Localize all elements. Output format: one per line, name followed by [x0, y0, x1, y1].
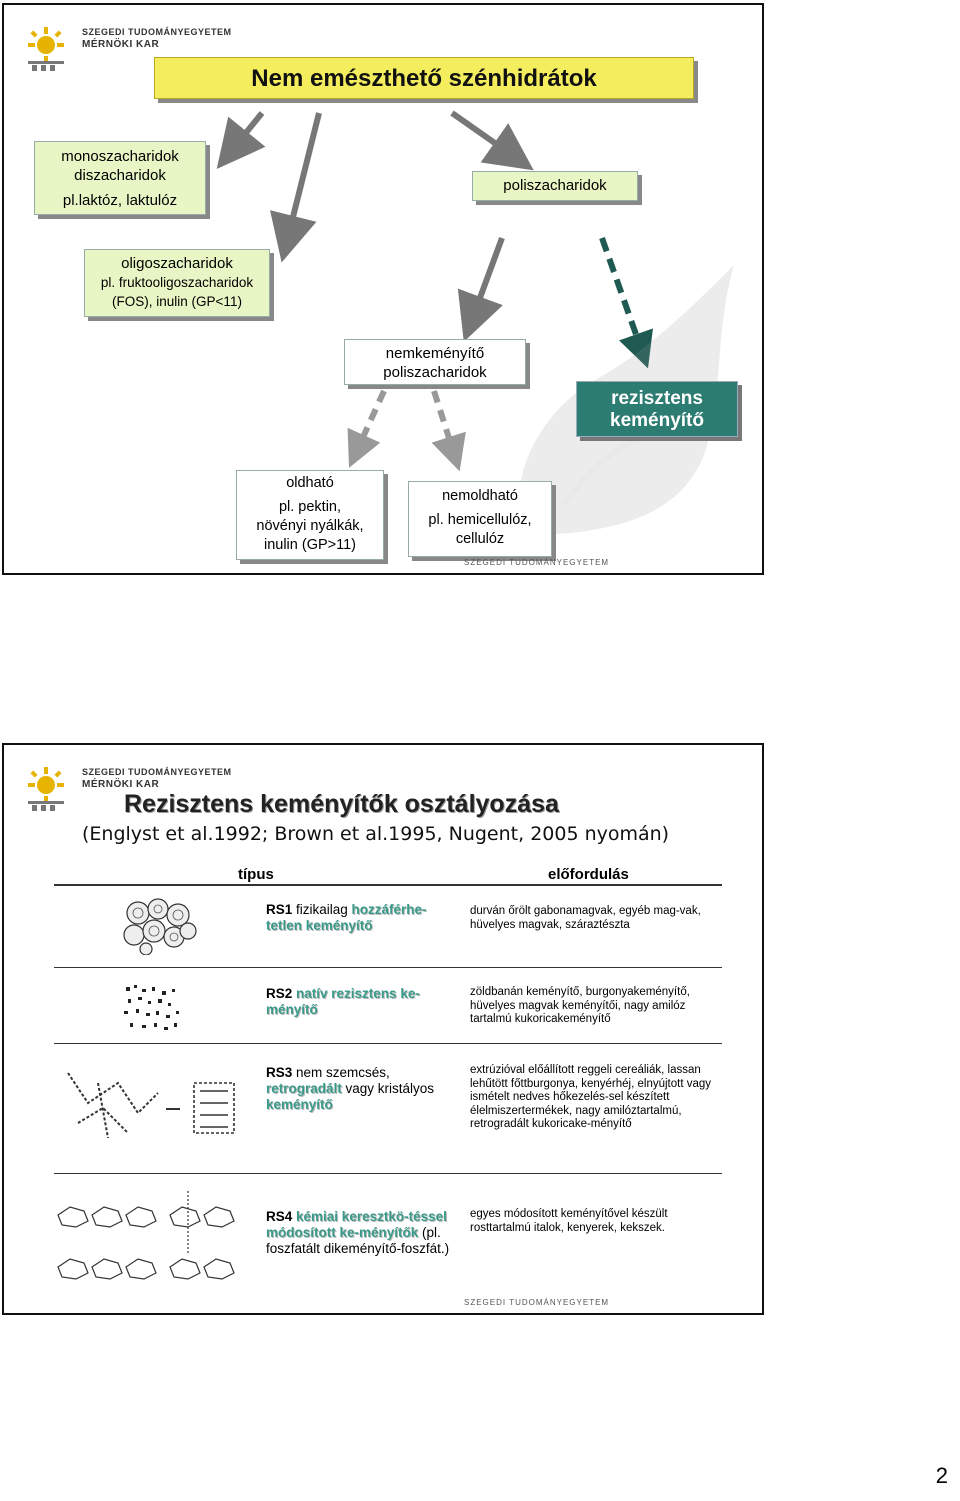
university-logo-icon	[24, 765, 76, 813]
box-insoluble: nemoldható pl. hemicellulóz, cellulóz	[408, 481, 552, 557]
mono-line2: diszacharidok	[35, 166, 205, 185]
footer-watermark: SZEGEDI TUDOMÁNYEGYETEM	[464, 1298, 609, 1307]
arrow-to-insoluble	[434, 391, 456, 460]
mono-line1: monoszacharidok	[35, 147, 205, 166]
rs3-highlight2: keményítő	[266, 1097, 333, 1112]
row-rs2-occurrence: zöldbanán keményítő, burgonyakeményítő, …	[470, 986, 720, 1027]
nonstarch-line1: nemkeményítő	[345, 344, 525, 363]
rs3-structure-image	[58, 1063, 244, 1147]
rs3-pre: nem szemcsés,	[292, 1065, 390, 1080]
box-polysaccharides: poliszacharidok	[472, 171, 638, 201]
box-resistant-starch: rezisztens keményítő	[576, 381, 738, 437]
mono-line3: pl.laktóz, laktulóz	[35, 191, 205, 210]
column-header-type: típus	[238, 866, 274, 883]
nonstarch-line2: poliszacharidok	[345, 363, 525, 382]
header-divider	[54, 884, 722, 886]
box-nonstarch-polysaccharides: nemkeményítő poliszacharidok	[344, 339, 526, 385]
rs4-code: RS4	[266, 1209, 292, 1224]
resistant-line1: rezisztens	[577, 388, 737, 410]
slide-carbohydrates: SZEGEDI TUDOMÁNYEGYETEM MÉRNÖKI KAR Nem …	[2, 3, 764, 575]
row-rs3-type: RS3 nem szemcsés, retrogradált vagy kris…	[266, 1065, 461, 1113]
insoluble-line2: cellulóz	[409, 530, 551, 549]
rs3-post: vagy kristályos	[342, 1081, 434, 1096]
arrow-to-soluble	[354, 391, 384, 457]
row-divider	[54, 1043, 722, 1044]
row-rs4-type: RS4 kémiai keresztkö-téssel módosított k…	[266, 1209, 461, 1257]
box-soluble: oldható pl. pektin, növényi nyálkák, inu…	[236, 470, 384, 560]
insoluble-heading: nemoldható	[409, 487, 551, 506]
faculty-name: MÉRNÖKI KAR	[82, 779, 159, 790]
rs2-structure-image	[122, 983, 182, 1033]
arrow-to-poly	[452, 113, 519, 160]
soluble-heading: oldható	[237, 474, 383, 493]
arrow-to-mono	[228, 113, 262, 155]
row-rs4-occurrence: egyes módosított keményítővel készült ro…	[470, 1208, 720, 1235]
resistant-line2: keményítő	[577, 410, 737, 432]
rs3-highlight: retrogradált	[266, 1081, 342, 1096]
soluble-line1: pl. pektin,	[237, 498, 383, 517]
box-mono-disaccharides: monoszacharidok diszacharidok pl.laktóz,…	[34, 141, 206, 215]
oligo-line1: oligoszacharidok	[85, 254, 269, 273]
row-rs1-occurrence: durván őrölt gabonamagvak, egyéb mag-vak…	[470, 905, 720, 932]
rs2-code: RS2	[266, 986, 292, 1001]
soluble-line2: növényi nyálkák,	[237, 517, 383, 536]
column-header-occurrence: előfordulás	[548, 866, 629, 883]
row-rs1-type: RS1 fizikailag hozzáférhe-tetlen keményí…	[266, 902, 461, 934]
row-divider	[54, 967, 722, 968]
row-divider	[54, 1173, 722, 1174]
rs3-code: RS3	[266, 1065, 292, 1080]
rs4-crosslink-image	[52, 1185, 248, 1287]
rs1-pre: fizikailag	[292, 902, 351, 917]
row-rs2-type: RS2 natív rezisztens ke-ményítő	[266, 986, 461, 1018]
rs1-code: RS1	[266, 902, 292, 917]
row-rs3-occurrence: extrúzióval előállított reggeli cereáliá…	[470, 1064, 720, 1132]
arrow-to-oligo	[286, 113, 319, 245]
insoluble-line1: pl. hemicellulóz,	[409, 511, 551, 530]
slide-title: Rezisztens keményítők osztályozása	[124, 790, 559, 819]
footer-watermark: SZEGEDI TUDOMÁNYEGYETEM	[464, 558, 609, 567]
box-oligosaccharides: oligoszacharidok pl. fruktooligoszachari…	[84, 249, 270, 317]
rs1-granule-image	[122, 897, 200, 955]
oligo-line2: pl. fruktooligoszacharidok	[85, 273, 269, 292]
page-number: 2	[936, 1463, 948, 1489]
oligo-line3: (FOS), inulin (GP<11)	[85, 292, 269, 311]
slide-resistant-starch-classes: SZEGEDI TUDOMÁNYEGYETEM MÉRNÖKI KAR Rezi…	[2, 743, 764, 1315]
university-name: SZEGEDI TUDOMÁNYEGYETEM	[82, 767, 232, 778]
soluble-line3: inulin (GP>11)	[237, 536, 383, 555]
slide-subtitle: (Englyst et al.1992; Brown et al.1995, N…	[82, 823, 669, 845]
